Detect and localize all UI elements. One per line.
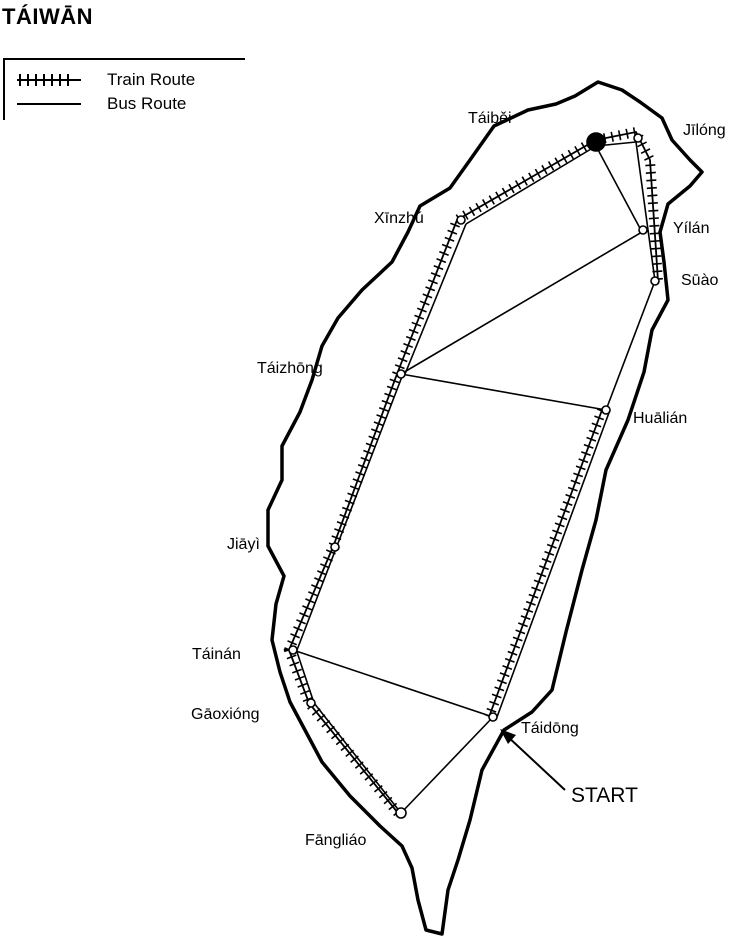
train-east-ticks — [484, 408, 607, 719]
label-yilan: Yílán — [673, 220, 710, 237]
label-jilong: Jīlóng — [683, 122, 726, 139]
label-taidong: Táidōng — [521, 720, 579, 737]
bus-jilong-suao — [635, 141, 656, 282]
bus-suao-hualian — [605, 280, 656, 411]
marker-hualian[interactable] — [601, 405, 611, 415]
marker-suao[interactable] — [650, 276, 660, 286]
bus-taibei-xinzhu — [465, 145, 597, 225]
label-taibei: Táiběi — [468, 110, 512, 127]
bus-yilan-taizhong — [400, 231, 643, 375]
bus-routes — [292, 141, 656, 814]
bus-hualian-taidong — [496, 409, 611, 718]
label-fangliao: Fāngliáo — [305, 832, 367, 849]
marker-jiayi[interactable] — [330, 542, 340, 552]
label-suao: Sūào — [681, 272, 719, 289]
bus-tainan-gaoxiong — [296, 651, 315, 704]
bus-gaoxiong-fangliao — [313, 702, 402, 814]
marker-taibei[interactable] — [586, 132, 606, 152]
bus-xinzhu-taizhong — [404, 223, 467, 375]
start-label: START — [571, 784, 638, 807]
marker-taizhong[interactable] — [396, 369, 406, 379]
marker-jilong[interactable] — [633, 133, 643, 143]
bus-route-symbol — [17, 103, 81, 105]
train-west-line — [288, 130, 659, 814]
start-arrow — [500, 729, 566, 791]
marker-tainan[interactable] — [288, 645, 298, 655]
legend-bus-label: Bus Route — [107, 94, 187, 113]
legend: Train Route Bus Route — [3, 58, 245, 120]
map-title: TÁIWĀN — [2, 4, 93, 29]
bus-taizhong-hualian — [400, 373, 607, 411]
label-xinzhu: Xīnzhú — [374, 210, 424, 227]
marker-fangliao[interactable] — [395, 807, 407, 819]
legend-train-label: Train Route — [107, 70, 196, 89]
label-taizhong: Táizhōng — [257, 360, 323, 377]
coastline — [266, 80, 704, 936]
bus-fangliao-taidong — [400, 716, 494, 814]
city-markers — [288, 132, 660, 819]
label-jiayi: Jiāyì — [227, 536, 260, 553]
train-routes — [283, 126, 663, 817]
marker-taidong[interactable] — [488, 712, 498, 722]
marker-yilan[interactable] — [638, 225, 648, 235]
label-tainan: Táinán — [192, 646, 241, 663]
label-gaoxiong: Gāoxióng — [191, 706, 260, 723]
bus-taizhong-tainan — [296, 373, 404, 651]
bus-tainan-taidong — [292, 649, 494, 718]
marker-xinzhu[interactable] — [456, 215, 466, 225]
label-hualian: Huālián — [633, 410, 688, 427]
train-route-symbol — [17, 74, 81, 86]
bus-taibei-yilan — [595, 145, 643, 233]
marker-gaoxiong[interactable] — [306, 698, 316, 708]
